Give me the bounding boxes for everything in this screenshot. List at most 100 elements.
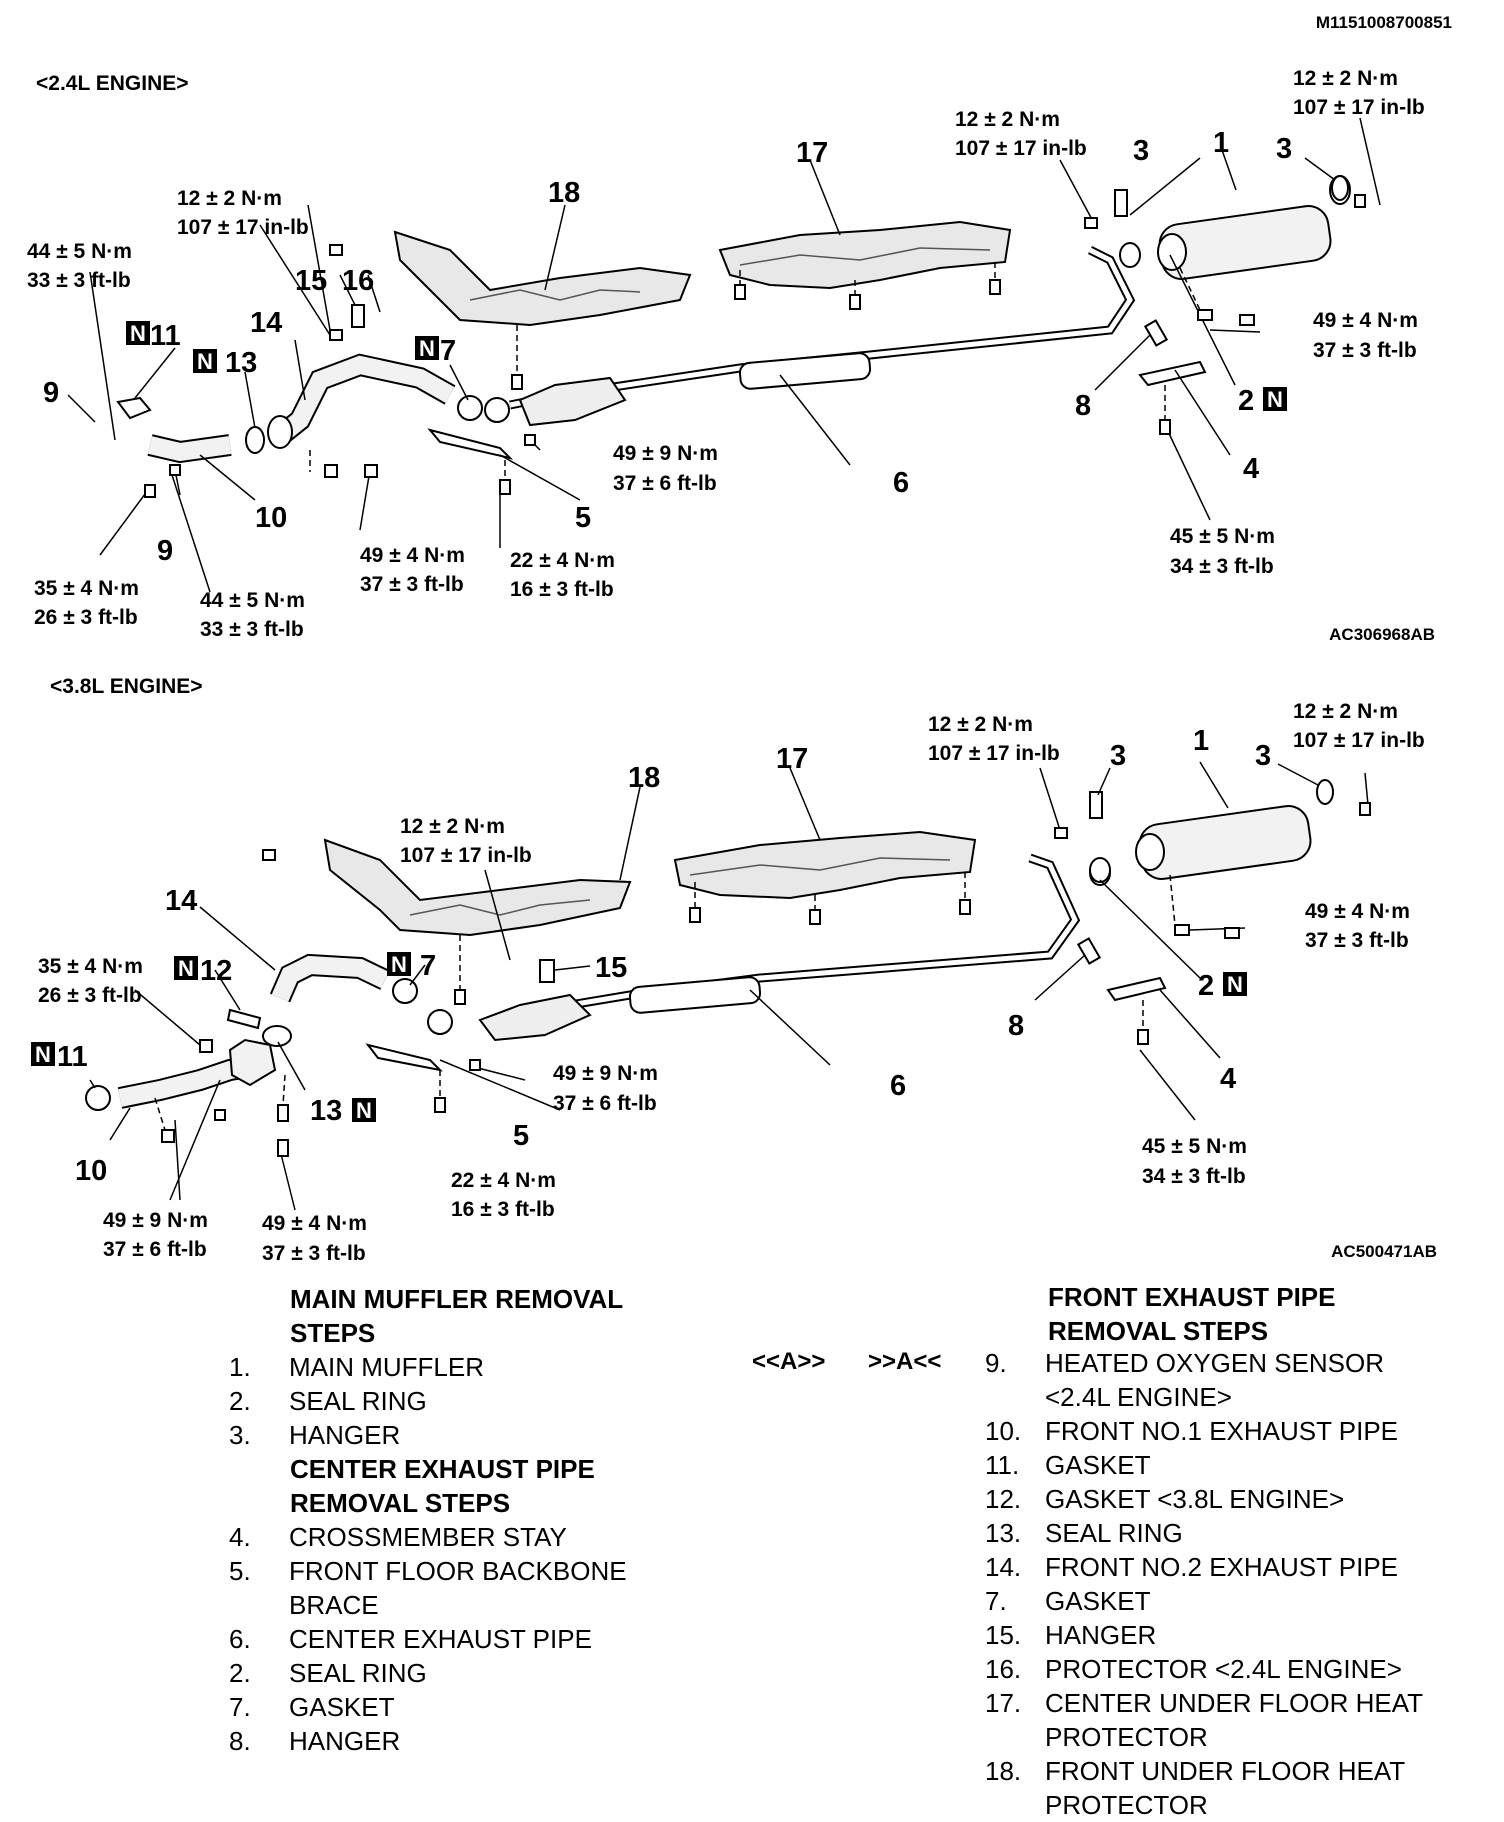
- part-3b-24: 3: [1276, 133, 1292, 165]
- torque-24-center-a: 49 ± 9 N·m: [613, 442, 718, 465]
- center-heat-protector-24: [718, 220, 1012, 290]
- torque-38-front-b2: 37 ± 3 ft-lb: [262, 1242, 366, 1265]
- part-18-24: 18: [548, 177, 580, 209]
- torque-24-flange-a: 49 ± 4 N·m: [360, 544, 465, 567]
- part-12-38: 12: [200, 955, 232, 987]
- part-2-24: 2: [1238, 385, 1254, 417]
- torque-24-sensor-top-b: 33 ± 3 ft-lb: [27, 269, 131, 292]
- part-15-38: 15: [595, 952, 627, 984]
- svg-text:N: N: [391, 952, 407, 977]
- center-pipe-heading: CENTER EXHAUST PIPE REMOVAL STEPS: [290, 1454, 595, 1518]
- torque-24-sensor-top-a: 44 ± 5 N·m: [27, 240, 132, 263]
- torque-24-sensor-bottom-a: 44 ± 5 N·m: [200, 589, 305, 612]
- torque-38-manifold-a: 35 ± 4 N·m: [38, 955, 143, 978]
- part-17-38: 17: [776, 743, 808, 775]
- torque-24-muffler-a: 12 ± 2 N·m: [1293, 67, 1398, 90]
- torque-24-manifold-a: 35 ± 4 N·m: [34, 577, 139, 600]
- part-4-38: 4: [1220, 1063, 1236, 1095]
- torque-38-hanger-b: 107 ± 17 in-lb: [400, 844, 532, 867]
- part-10-24: 10: [255, 502, 287, 534]
- front-heat-protector-24: [393, 230, 692, 327]
- torque-38-rear-b: 37 ± 3 ft-lb: [1305, 929, 1409, 952]
- torque-24-sensor-bottom-b: 33 ± 3 ft-lb: [200, 618, 304, 641]
- part-8-38: 8: [1008, 1010, 1024, 1042]
- part-18-38: 18: [628, 762, 660, 794]
- part-1-38: 1: [1193, 725, 1209, 757]
- torque-24-rear-b: 37 ± 3 ft-lb: [1313, 339, 1417, 362]
- torque-24-flange-b: 37 ± 3 ft-lb: [360, 573, 464, 596]
- torque-38-center-a: 49 ± 9 N·m: [553, 1062, 658, 1085]
- torque-38-muffler-left-a: 12 ± 2 N·m: [928, 713, 1033, 736]
- torque-24-stay-a: 45 ± 5 N·m: [1170, 525, 1275, 548]
- torque-24-muffler-left-b: 107 ± 17 in-lb: [955, 137, 1087, 160]
- torque-38-front-a2: 37 ± 6 ft-lb: [103, 1238, 207, 1261]
- part-9a-24: 9: [43, 377, 59, 409]
- torque-38-stay-a: 45 ± 5 N·m: [1142, 1135, 1247, 1158]
- torque-38-muffler-b: 107 ± 17 in-lb: [1293, 729, 1425, 752]
- part-13-38: 13: [310, 1095, 342, 1127]
- part-16-24: 16: [342, 265, 374, 297]
- part-6-38: 6: [890, 1070, 906, 1102]
- diagram-38l: <3.8L ENGINE>: [31, 675, 1437, 1265]
- svg-text:N: N: [130, 321, 146, 346]
- part-15-24: 15: [295, 265, 327, 297]
- part-14-24: 14: [250, 307, 282, 339]
- svg-text:N: N: [1227, 972, 1243, 997]
- part-7-24: 7: [440, 335, 456, 367]
- part-3a-24: 3: [1133, 135, 1149, 167]
- center-heat-protector-38: [673, 830, 977, 900]
- torque-24-manifold-b: 26 ± 3 ft-lb: [34, 606, 138, 629]
- svg-text:N: N: [419, 336, 435, 361]
- part-6-24: 6: [893, 467, 909, 499]
- part-5-38: 5: [513, 1120, 529, 1152]
- torque-38-muffler-a: 12 ± 2 N·m: [1293, 700, 1398, 723]
- torque-38-manifold-b: 26 ± 3 ft-lb: [38, 984, 142, 1007]
- torque-38-brace-a: 22 ± 4 N·m: [451, 1169, 556, 1192]
- torque-24-brace-b: 16 ± 3 ft-lb: [510, 578, 614, 601]
- torque-24-hanger-a: 12 ± 2 N·m: [177, 187, 282, 210]
- torque-24-rear-a: 49 ± 4 N·m: [1313, 309, 1418, 332]
- torque-24-hanger-b: 107 ± 17 in-lb: [177, 216, 309, 239]
- part-3a-38: 3: [1110, 740, 1126, 772]
- exhaust-diagram: M1151008700851 <2.4L ENGINE>: [27, 13, 1452, 1265]
- torque-24-center-b: 37 ± 6 ft-lb: [613, 472, 717, 495]
- figure-code-24: AC306968AB: [1329, 625, 1435, 644]
- torque-38-hanger-a: 12 ± 2 N·m: [400, 815, 505, 838]
- torque-38-center-b: 37 ± 6 ft-lb: [553, 1092, 657, 1115]
- torque-38-stay-b: 34 ± 3 ft-lb: [1142, 1165, 1246, 1188]
- part-7-38: 7: [420, 950, 436, 982]
- part-4-24: 4: [1243, 453, 1259, 485]
- part-13-24: 13: [225, 347, 257, 379]
- part-8-24: 8: [1075, 390, 1091, 422]
- torque-38-brace-b: 16 ± 3 ft-lb: [451, 1198, 555, 1221]
- part-3b-38: 3: [1255, 740, 1271, 772]
- torque-38-front-b1: 49 ± 4 N·m: [262, 1212, 367, 1235]
- main-muffler-38: [1138, 805, 1312, 880]
- part-9b-24: 9: [157, 535, 173, 567]
- diagram-38l-title: <3.8L ENGINE>: [50, 675, 203, 698]
- diagram-24l: <2.4L ENGINE>: [27, 67, 1435, 644]
- svg-text:N: N: [197, 349, 213, 374]
- part-11-38: 11: [57, 1041, 88, 1073]
- torque-38-rear-a: 49 ± 4 N·m: [1305, 900, 1410, 923]
- svg-text:N: N: [1267, 387, 1283, 412]
- part-14-38: 14: [165, 885, 197, 917]
- new-part-markers-24: N N N N: [126, 321, 1287, 412]
- marker-installation: >>A<<: [868, 1348, 942, 1375]
- part-17-24: 17: [796, 137, 828, 169]
- part-5-24: 5: [575, 502, 591, 534]
- diagram-24l-title: <2.4L ENGINE>: [36, 72, 189, 95]
- marker-removal: <<A>>: [752, 1348, 826, 1375]
- front-pipe-heading: FRONT EXHAUST PIPE REMOVAL STEPS: [1048, 1282, 1336, 1346]
- torque-38-front-a1: 49 ± 9 N·m: [103, 1209, 208, 1232]
- torque-24-stay-b: 34 ± 3 ft-lb: [1170, 555, 1274, 578]
- part-10-38: 10: [75, 1155, 107, 1187]
- new-part-markers-38: N N N N N: [31, 952, 1247, 1123]
- front-heat-protector-38: [323, 838, 632, 937]
- svg-text:N: N: [356, 1098, 372, 1123]
- doc-code: M1151008700851: [1316, 13, 1452, 32]
- part-1-24: 1: [1213, 127, 1229, 159]
- removal-steps: MAIN MUFFLER REMOVAL STEPS 1.MAIN MUFFLE…: [0, 1268, 1504, 1820]
- svg-text:N: N: [178, 956, 194, 981]
- torque-24-brace-a: 22 ± 4 N·m: [510, 549, 615, 572]
